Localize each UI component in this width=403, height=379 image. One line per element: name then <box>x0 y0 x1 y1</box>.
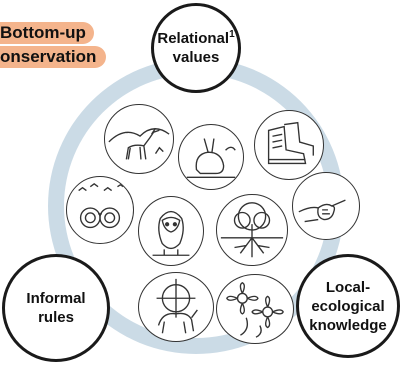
conservation-tag: onservation <box>0 46 106 68</box>
bottom-up-tag: Bottom-up <box>0 22 94 44</box>
rabbit-icon <box>178 124 244 190</box>
relational-values-node: Relational1 values <box>151 3 241 93</box>
tree-roots-icon <box>216 194 288 266</box>
local-label: Local- <box>325 278 371 296</box>
informal-rules-node: Informal rules <box>2 254 110 362</box>
holding-hands-icon <box>292 172 360 240</box>
ecological-label: ecological <box>311 297 385 315</box>
binoculars-birds-icon <box>66 176 134 244</box>
flowers-icon <box>216 274 294 344</box>
crosshair-deer-icon <box>138 272 214 342</box>
footnote-marker: 1 <box>229 29 235 40</box>
local-ecological-knowledge-node: Local- ecological knowledge <box>296 254 400 358</box>
hiking-boots-icon <box>254 110 324 180</box>
knowledge-label: knowledge <box>309 316 387 334</box>
rules-label: rules <box>38 309 74 326</box>
deer-landscape-icon <box>104 104 174 174</box>
informal-label: Informal <box>26 290 86 307</box>
relational-label: Relational <box>157 30 230 47</box>
barn-owl-icon <box>138 196 204 266</box>
values-label: values <box>172 49 220 66</box>
